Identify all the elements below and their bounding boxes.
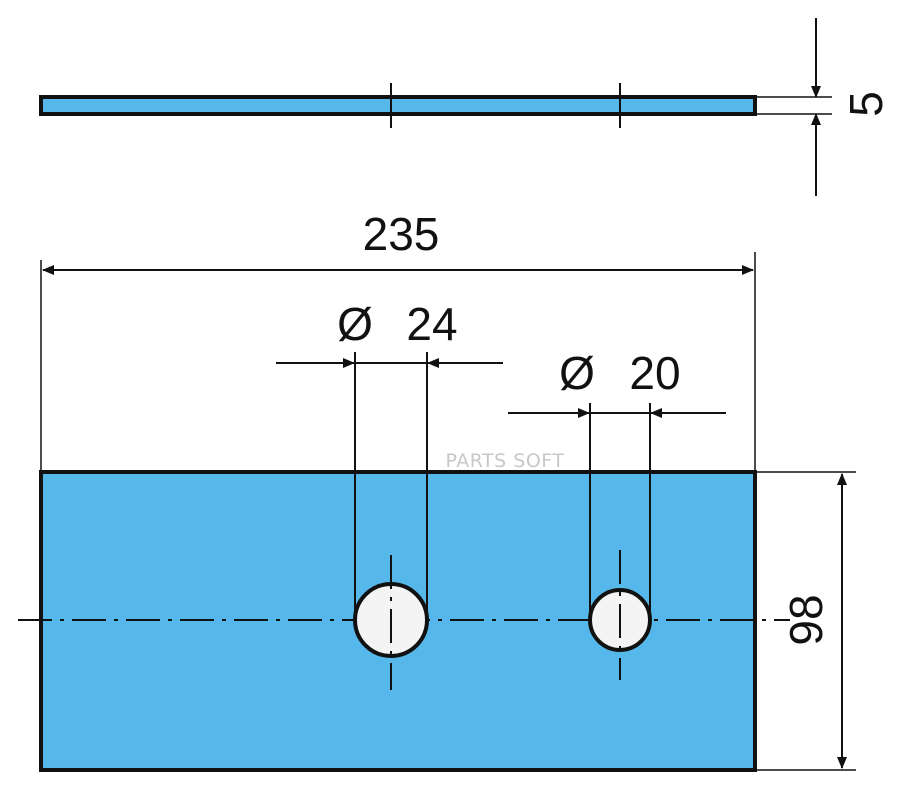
hole-large-diameter-symbol: Ø <box>337 298 373 350</box>
watermark: PARTS SOFT <box>446 450 565 472</box>
side-view: 5 <box>39 18 892 196</box>
thickness-label: 5 <box>840 91 892 117</box>
hole-small-diameter-symbol: Ø <box>559 347 595 399</box>
width-label: 98 <box>780 594 832 645</box>
plate-front-view <box>18 470 790 772</box>
hole-large-dimension: Ø 24 <box>276 298 503 620</box>
length-label: 235 <box>363 208 440 260</box>
side-view-strip <box>39 95 757 116</box>
hole-small-diameter-value: 20 <box>629 347 680 399</box>
length-dimension: 235 <box>40 208 756 472</box>
width-dimension: 98 <box>757 471 856 771</box>
hole-small-dimension: Ø 20 <box>508 347 726 620</box>
hole-large-diameter-value: 24 <box>406 298 457 350</box>
